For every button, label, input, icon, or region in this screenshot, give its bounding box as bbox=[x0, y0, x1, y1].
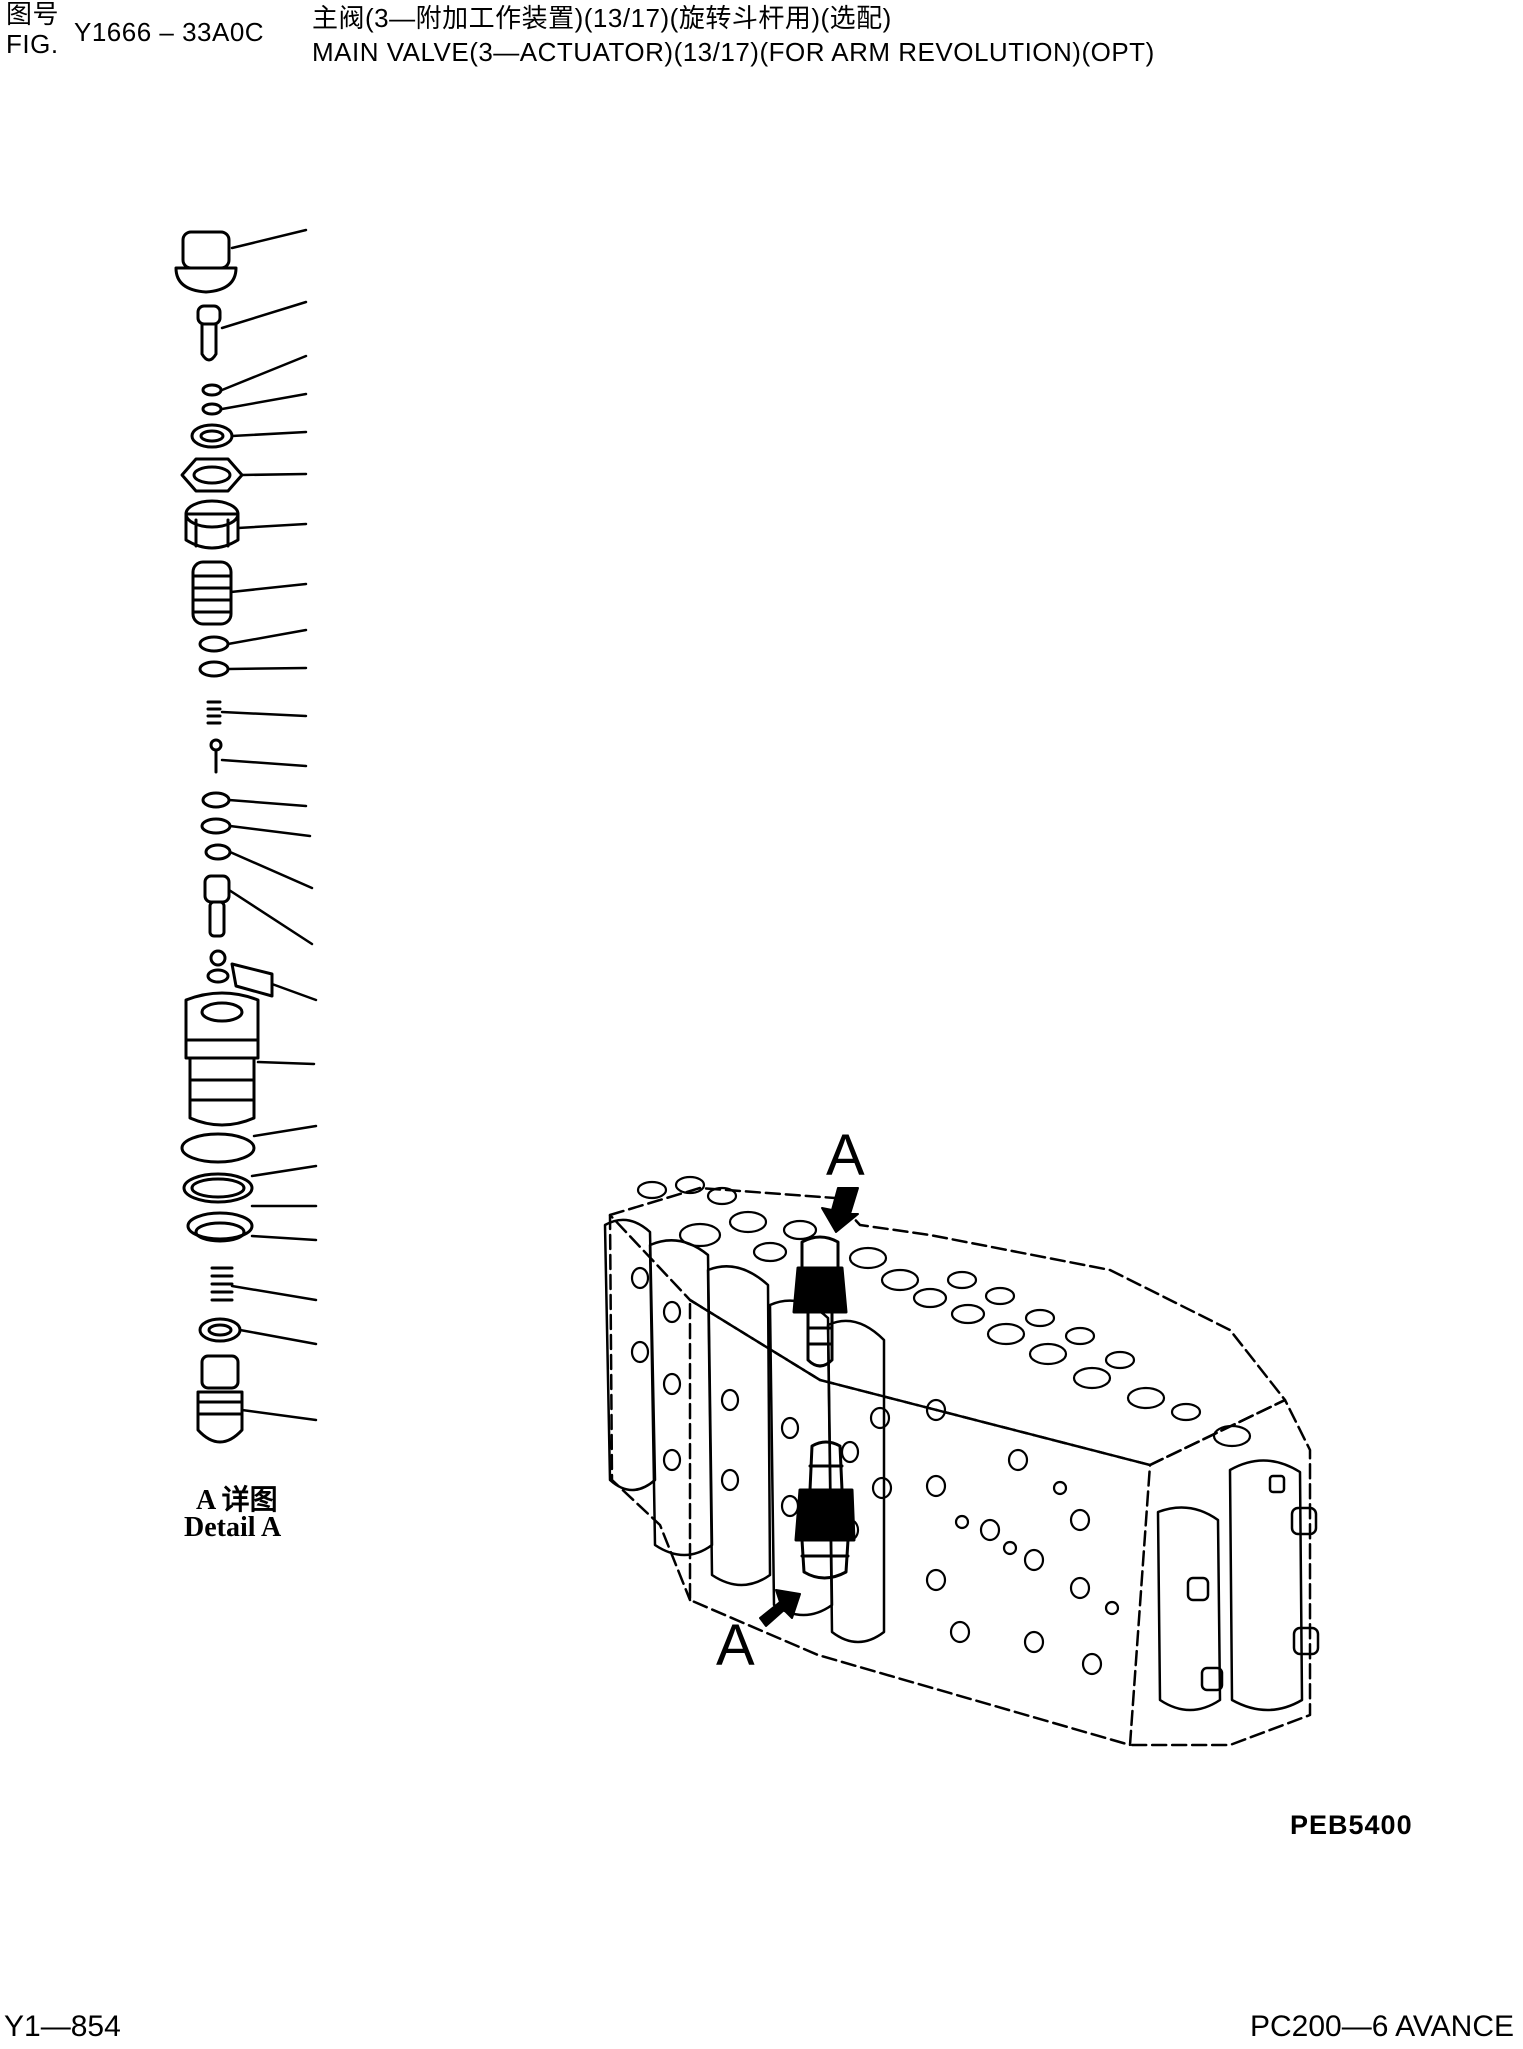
leader-line bbox=[226, 666, 308, 671]
lower-mounted-valve bbox=[794, 1440, 856, 1580]
leader-line bbox=[240, 1408, 318, 1422]
model-label: PC200—6 AVANCE bbox=[1250, 2010, 1515, 2043]
leader-line bbox=[228, 850, 314, 890]
arrow-top-icon bbox=[821, 1187, 859, 1233]
leader-line bbox=[250, 1234, 318, 1242]
leader-line bbox=[250, 1164, 318, 1178]
leader-line bbox=[252, 1124, 318, 1138]
leader-lines bbox=[220, 228, 318, 1422]
leader-line bbox=[230, 1284, 318, 1302]
fig-number: Y1666 – 33A0C bbox=[74, 17, 265, 47]
leader-line bbox=[220, 300, 308, 330]
leader-line bbox=[236, 522, 308, 530]
leader-line bbox=[220, 758, 308, 768]
page-code: Y1—854 bbox=[4, 2010, 121, 2043]
title-cn: 主阀(3—附加工作装置)(13/17)(旋转斗杆用)(选配) bbox=[312, 3, 892, 33]
callout-arrows bbox=[759, 1187, 859, 1627]
leader-line bbox=[230, 228, 308, 250]
leader-line bbox=[220, 392, 308, 411]
detail-caption-en: Detail A bbox=[184, 1512, 282, 1543]
leader-line bbox=[230, 430, 308, 438]
leader-line bbox=[228, 824, 312, 838]
drawing-code: PEB5400 bbox=[1290, 1810, 1413, 1840]
leader-line bbox=[256, 1060, 316, 1066]
leader-line bbox=[227, 888, 314, 946]
callout-label-top: A bbox=[826, 1123, 865, 1188]
callout-label-bottom: A bbox=[716, 1613, 755, 1678]
leader-line bbox=[227, 798, 308, 808]
leader-line bbox=[238, 1328, 318, 1346]
exploded-parts-stack bbox=[174, 230, 274, 1444]
leader-line bbox=[220, 354, 308, 392]
arrow-bottom-icon bbox=[759, 1589, 801, 1627]
detail-caption-cn: A 详图 bbox=[196, 1485, 278, 1516]
fig-label-cn: 图号 bbox=[6, 0, 60, 29]
upper-mounted-valve bbox=[792, 1235, 848, 1368]
main-valve-block bbox=[603, 1175, 1320, 1747]
leader-line bbox=[270, 982, 318, 1002]
leader-line bbox=[220, 710, 308, 718]
fig-label-en: FIG. bbox=[6, 29, 59, 59]
leader-line bbox=[229, 582, 308, 594]
leader-line bbox=[226, 628, 308, 646]
title-en: MAIN VALVE(3—ACTUATOR)(13/17)(FOR ARM RE… bbox=[312, 37, 1155, 67]
leader-line bbox=[240, 472, 308, 477]
